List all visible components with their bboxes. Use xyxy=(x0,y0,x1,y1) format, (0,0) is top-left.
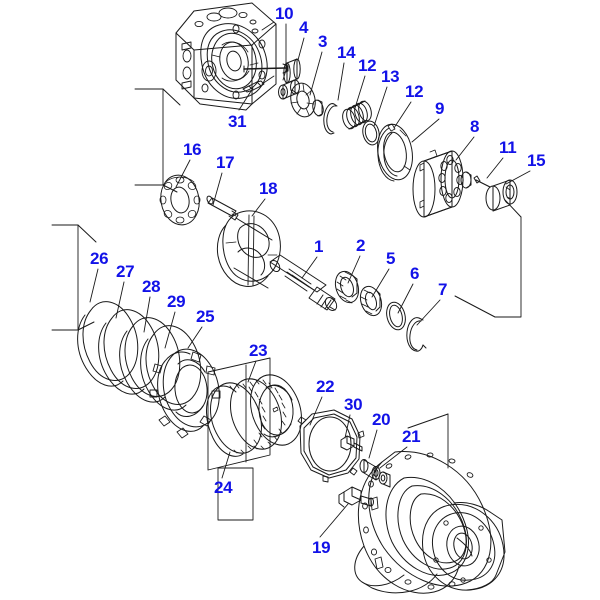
part-18-swash-plate xyxy=(216,210,281,289)
part-16-retainer-plate xyxy=(159,174,201,226)
bracket-disc-pack xyxy=(207,357,271,471)
part-5-bearing xyxy=(359,285,383,317)
callout-31: 31 xyxy=(228,112,247,131)
callout-15: 15 xyxy=(527,151,546,170)
callout-28: 28 xyxy=(142,277,161,296)
callout-4: 4 xyxy=(299,18,309,37)
part-11-pin xyxy=(473,175,491,188)
callout-3: 3 xyxy=(318,32,328,51)
callout-5: 5 xyxy=(386,249,396,268)
part-12b-snap-ring xyxy=(362,120,380,146)
part-3-bearing xyxy=(290,82,316,118)
callout-26: 26 xyxy=(90,249,109,268)
callout-13: 13 xyxy=(381,67,400,86)
part-15-bushing xyxy=(485,179,518,212)
callout-2: 2 xyxy=(356,236,366,255)
part-21-final-drive-housing xyxy=(354,451,506,594)
part-6-washer xyxy=(386,301,406,331)
callout-11: 11 xyxy=(499,138,517,157)
callout-30: 30 xyxy=(344,395,363,414)
part-14-disc xyxy=(312,99,324,117)
part-13-spring-stack xyxy=(342,100,372,130)
part-25-brake-piston xyxy=(149,348,221,439)
callout-8: 8 xyxy=(470,117,480,136)
leader-lines xyxy=(89,23,531,538)
callout-19: 19 xyxy=(312,538,331,557)
part-7-snap-ring xyxy=(406,317,427,352)
part-10-long-pin xyxy=(243,63,289,74)
part-19-fitting xyxy=(338,486,374,508)
bracket-lower-left xyxy=(51,224,97,331)
motor-housing-body xyxy=(175,2,277,111)
callout-10: 10 xyxy=(275,4,294,23)
parts-26-29-spring-discs xyxy=(77,301,202,411)
callout-12: 12 xyxy=(358,56,377,75)
part-9-valve-plate xyxy=(377,123,413,182)
part-20-bushing xyxy=(359,459,381,481)
callout-21: 21 xyxy=(402,427,421,446)
callout-18: 18 xyxy=(259,179,278,198)
callout-29: 29 xyxy=(167,292,186,311)
callout-7: 7 xyxy=(438,280,448,299)
callout-25: 25 xyxy=(196,307,215,326)
callout-20: 20 xyxy=(372,410,391,429)
callout-9: 9 xyxy=(435,99,445,118)
bracket-upper-left xyxy=(134,88,181,193)
part-12-snap-ring xyxy=(323,103,338,135)
part-21-bushing-small xyxy=(378,471,391,488)
callout-27: 27 xyxy=(116,262,135,281)
callout-22: 22 xyxy=(316,377,335,396)
part-8-cylinder-block xyxy=(412,149,472,218)
callout-1: 1 xyxy=(314,237,324,256)
callout-17: 17 xyxy=(216,153,235,172)
part-17-pin xyxy=(206,195,239,221)
callout-14: 14 xyxy=(337,43,356,62)
bracket-housing xyxy=(217,413,449,521)
part-30-bolt xyxy=(340,435,363,452)
bracket-right xyxy=(454,199,522,318)
part-23-24-disc-pack xyxy=(206,374,302,457)
part-4-cylinder-pin xyxy=(278,58,301,100)
part-2-bearing xyxy=(334,270,360,304)
callout-23: 23 xyxy=(249,341,268,360)
callout-24: 24 xyxy=(214,478,233,497)
callout-16: 16 xyxy=(183,140,202,159)
part-1-drive-shaft xyxy=(269,254,338,311)
callout-6: 6 xyxy=(410,264,420,283)
callout-12b: 12 xyxy=(405,82,424,101)
